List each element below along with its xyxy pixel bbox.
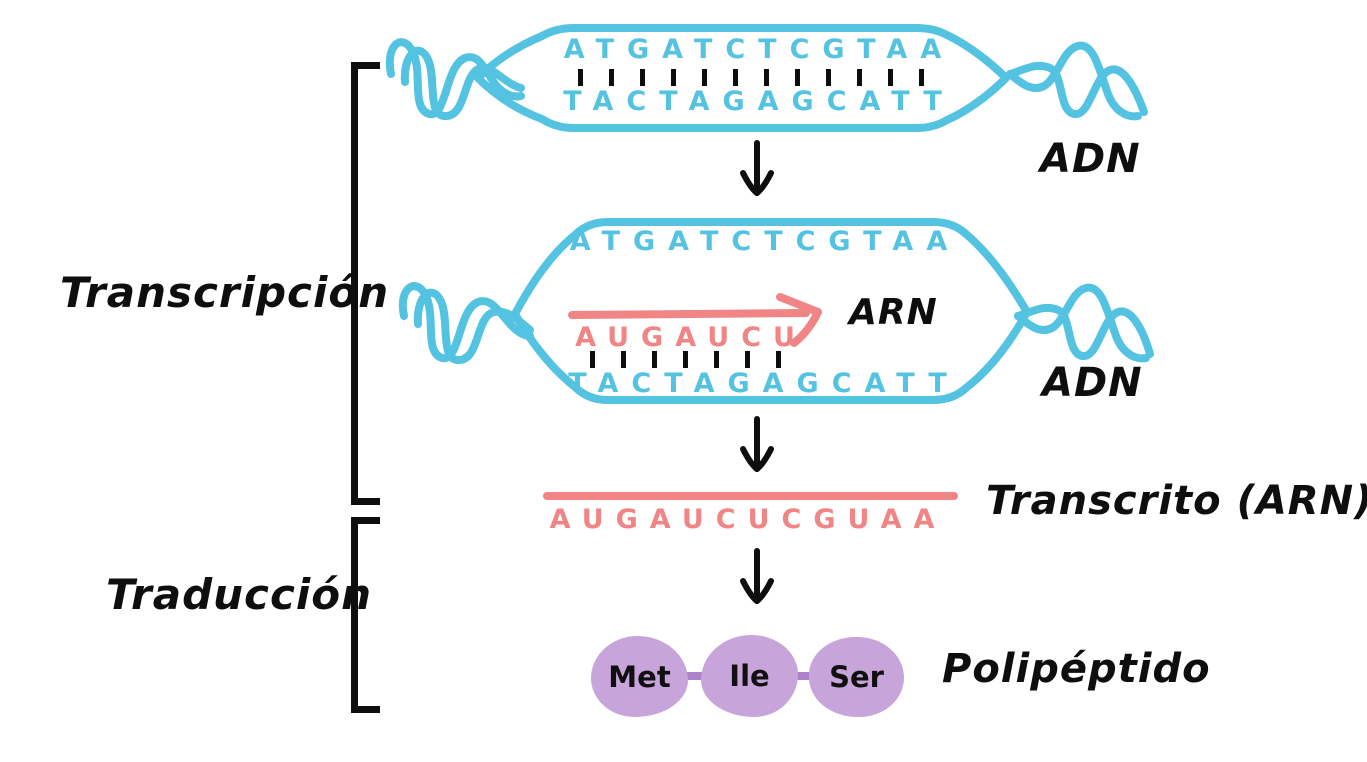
dna-helix-squiggle-right-top — [1006, 32, 1148, 147]
rna-label: ARN — [849, 292, 938, 333]
transcript-label: Transcrito (ARN) — [986, 478, 1367, 524]
amino-acid-ser: Ser — [809, 637, 904, 717]
bubble-bottom-strand-sequence: TACTAGAGCATT — [568, 368, 960, 399]
rna-synthesis-arrow — [568, 293, 833, 353]
arrow-down-2 — [738, 416, 776, 474]
dna-top-bottom-strand-sequence: TACTAGAGCATT — [563, 86, 955, 117]
translation-bracket-line — [351, 517, 358, 713]
amino-acid-ser-label: Ser — [829, 660, 884, 694]
amino-acid-ile-label: Ile — [729, 659, 770, 693]
arrow-down-3 — [738, 548, 776, 606]
transcription-bracket-bottom-tick — [351, 498, 380, 505]
bubble-top-strand-sequence: ATGATCTCGTAA — [569, 226, 961, 257]
transcription-label: Transcripción — [60, 268, 390, 317]
peptide-bond-1 — [682, 672, 708, 680]
dna-top-strand-sequence: ATGATCTCGTAA — [563, 34, 955, 65]
rna-growing-sequence: AUGAUCU — [575, 322, 807, 353]
rna-backbone-line — [543, 492, 958, 500]
amino-acid-met: Met — [591, 636, 688, 717]
transcription-bracket-top-tick — [351, 62, 380, 69]
dna-bubble-top — [468, 18, 1016, 138]
dna-helix-squiggle-left-middle — [396, 272, 534, 390]
dna-top-base-pair-bonds — [578, 69, 948, 86]
rna-dna-base-pair-bonds — [590, 351, 804, 368]
transcript-sequence: AUGAUCUCGUAA — [549, 504, 947, 535]
peptide-bond-2 — [790, 672, 816, 680]
transcription-bracket-line — [351, 62, 358, 505]
amino-acid-met-label: Met — [608, 659, 671, 694]
arrow-down-1 — [738, 140, 776, 198]
amino-acid-ile: Ile — [701, 635, 798, 717]
dna-label-middle: ADN — [1042, 360, 1143, 406]
dna-label-top: ADN — [1040, 136, 1141, 182]
polypeptide-label: Polipéptido — [942, 646, 1211, 692]
translation-bracket-bottom-tick — [351, 706, 380, 713]
dna-helix-squiggle-right-middle — [1014, 272, 1154, 387]
translation-bracket-top-tick — [351, 517, 380, 524]
translation-label: Traducción — [106, 570, 372, 619]
